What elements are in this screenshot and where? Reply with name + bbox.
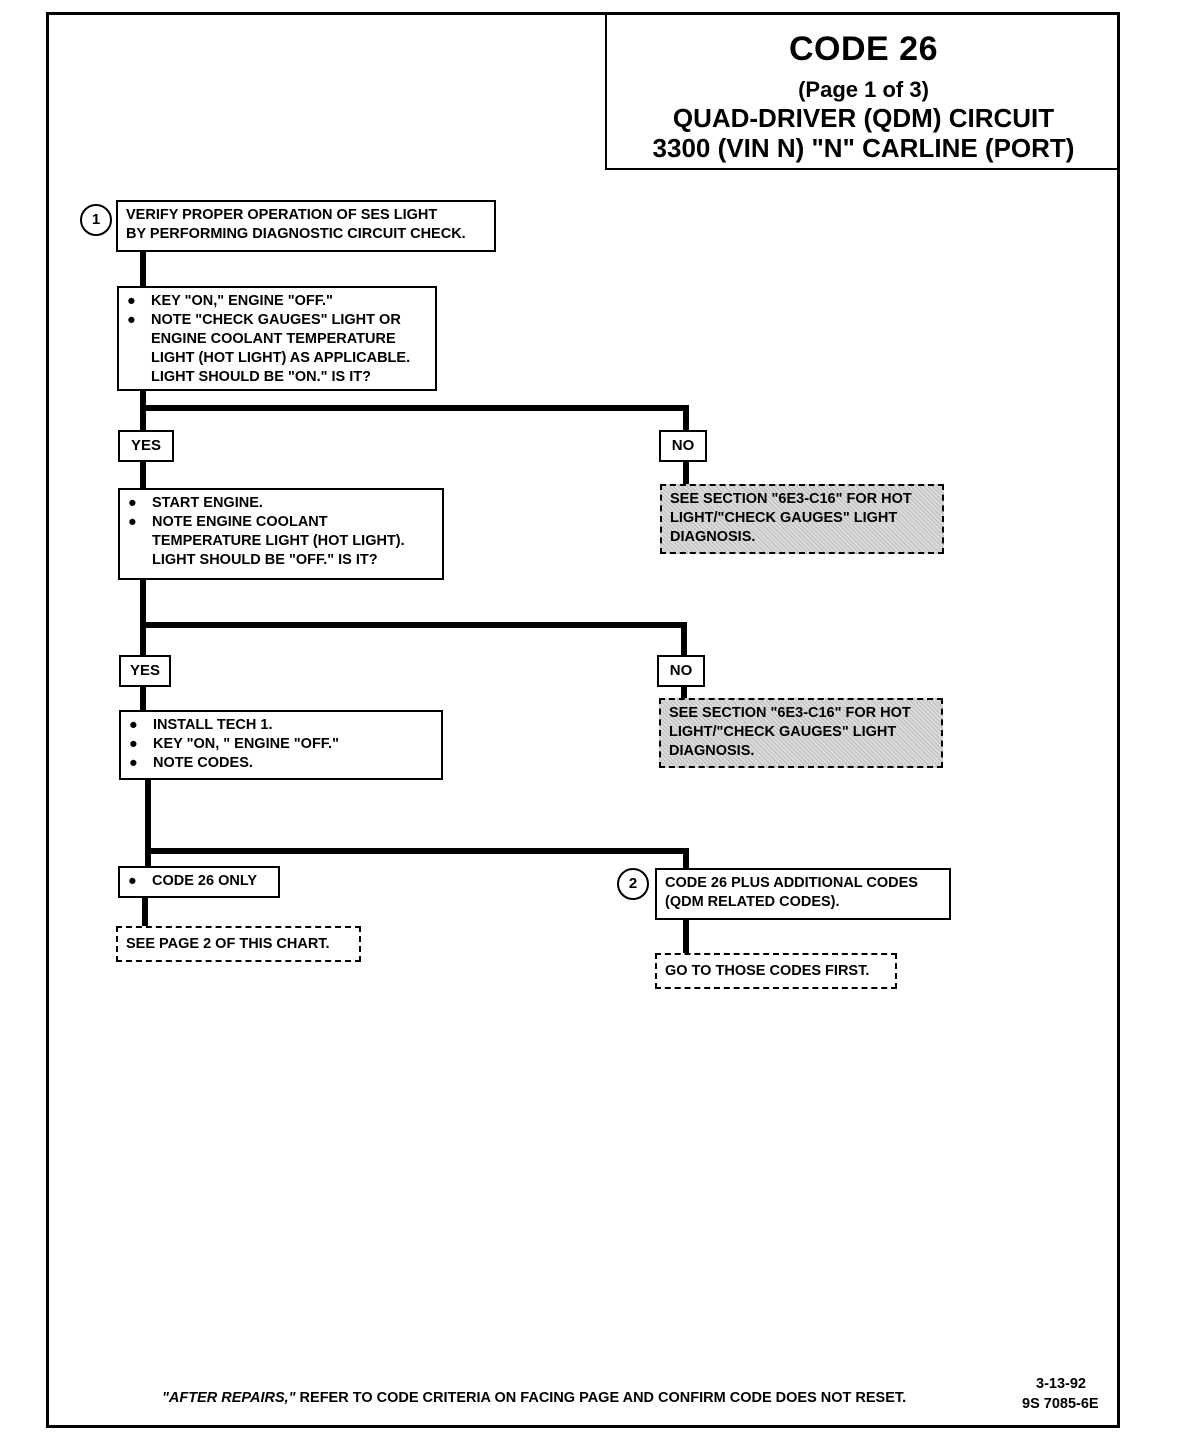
- step-line: START ENGINE.: [152, 495, 263, 511]
- step-line: DIAGNOSIS.: [669, 743, 755, 759]
- yes-label-1: YES: [118, 430, 174, 462]
- bullet-icon: ●: [129, 736, 138, 752]
- step-line: VERIFY PROPER OPERATION OF SES LIGHT: [126, 207, 438, 223]
- step-1-marker: 1: [80, 204, 112, 236]
- result-code26-only: ● CODE 26 ONLY: [118, 866, 280, 898]
- bullet-icon: ●: [128, 495, 137, 511]
- engine-title: 3300 (VIN N) "N" CARLINE (PORT): [652, 133, 1075, 163]
- page-indicator: (Page 1 of 3): [798, 77, 929, 102]
- yes-label-2: YES: [119, 655, 171, 687]
- step-line: LIGHT (HOT LIGHT) AS APPLICABLE.: [151, 350, 411, 366]
- step-start-engine: ● START ENGINE. ● NOTE ENGINE COOLANT TEMP…: [118, 488, 444, 580]
- step-line: INSTALL TECH 1.: [153, 717, 273, 733]
- connector-branch-no1: [143, 405, 689, 433]
- step-line: CODE 26 PLUS ADDITIONAL CODES: [665, 875, 918, 891]
- connector-branch-plus-codes: [148, 848, 689, 872]
- bullet-icon: ●: [129, 755, 138, 771]
- chart-code-title: CODE 26: [789, 30, 938, 68]
- step-line: NOTE ENGINE COOLANT: [152, 514, 328, 530]
- bullet-icon: ●: [127, 312, 136, 328]
- document-number: 9S 7085-6E: [1022, 1396, 1099, 1412]
- bullet-icon: ●: [128, 873, 137, 889]
- see-page-2-box: SEE PAGE 2 OF THIS CHART.: [116, 926, 361, 962]
- step-check-light: ● KEY "ON," ENGINE "OFF." ● NOTE "CHECK GA…: [117, 286, 437, 391]
- revision-date: 3-13-92: [1036, 1376, 1086, 1392]
- step-line: LIGHT/"CHECK GAUGES" LIGHT: [670, 510, 898, 526]
- circuit-title: QUAD-DRIVER (QDM) CIRCUIT: [672, 103, 1055, 133]
- step-line: KEY "ON," ENGINE "OFF.": [151, 293, 333, 309]
- bullet-icon: ●: [128, 514, 137, 530]
- no-label-1: NO: [659, 430, 707, 462]
- step-line: TEMPERATURE LIGHT (HOT LIGHT).: [152, 533, 405, 549]
- step-line: GO TO THOSE CODES FIRST.: [665, 963, 870, 979]
- step-line: KEY "ON, " ENGINE "OFF.": [153, 736, 339, 752]
- step-2-marker: 2: [617, 868, 649, 900]
- step-line: NOTE "CHECK GAUGES" LIGHT OR: [151, 312, 401, 328]
- go-to-codes-box: GO TO THOSE CODES FIRST.: [655, 953, 897, 989]
- page-border: [46, 12, 1120, 1428]
- connector-branch-no2: [143, 622, 687, 657]
- step-line: SEE SECTION "6E3-C16" FOR HOT: [669, 705, 911, 721]
- step-line: LIGHT SHOULD BE "ON." IS IT?: [151, 369, 371, 385]
- step-line: CODE 26 ONLY: [152, 873, 258, 889]
- bullet-icon: ●: [127, 293, 136, 309]
- step-line: BY PERFORMING DIAGNOSTIC CIRCUIT CHECK.: [126, 226, 466, 242]
- step-install-tech1: ● INSTALL TECH 1. ● KEY "ON, " ENGINE "OFF…: [119, 710, 443, 780]
- step-line: SEE PAGE 2 OF THIS CHART.: [126, 936, 330, 952]
- step-verify-ses-light: VERIFY PROPER OPERATION OF SES LIGHT BY …: [116, 200, 496, 252]
- result-code26-plus-codes: CODE 26 PLUS ADDITIONAL CODES (QDM RELAT…: [655, 868, 951, 920]
- step-line: NOTE CODES.: [153, 755, 253, 771]
- after-repairs-emphasis: "AFTER REPAIRS,": [162, 1390, 296, 1406]
- see-section-6e3-c16-box-2: SEE SECTION "6E3-C16" FOR HOT LIGHT/"CHE…: [659, 698, 943, 768]
- step-line: LIGHT SHOULD BE "OFF." IS IT?: [152, 552, 378, 568]
- see-section-6e3-c16-box-1: SEE SECTION "6E3-C16" FOR HOT LIGHT/"CHE…: [660, 484, 944, 554]
- step-line: SEE SECTION "6E3-C16" FOR HOT: [670, 491, 912, 507]
- step-line: (QDM RELATED CODES).: [665, 894, 840, 910]
- no-label-2: NO: [657, 655, 705, 687]
- after-repairs-instruction: REFER TO CODE CRITERIA ON FACING PAGE AN…: [295, 1390, 907, 1406]
- title-block: CODE 26 (Page 1 of 3) QUAD-DRIVER (QDM) …: [605, 12, 1120, 170]
- step-line: ENGINE COOLANT TEMPERATURE: [151, 331, 396, 347]
- step-line: DIAGNOSIS.: [670, 529, 756, 545]
- after-repairs-note: "AFTER REPAIRS," REFER TO CODE CRITERIA …: [162, 1390, 906, 1406]
- step-line: LIGHT/"CHECK GAUGES" LIGHT: [669, 724, 897, 740]
- bullet-icon: ●: [129, 717, 138, 733]
